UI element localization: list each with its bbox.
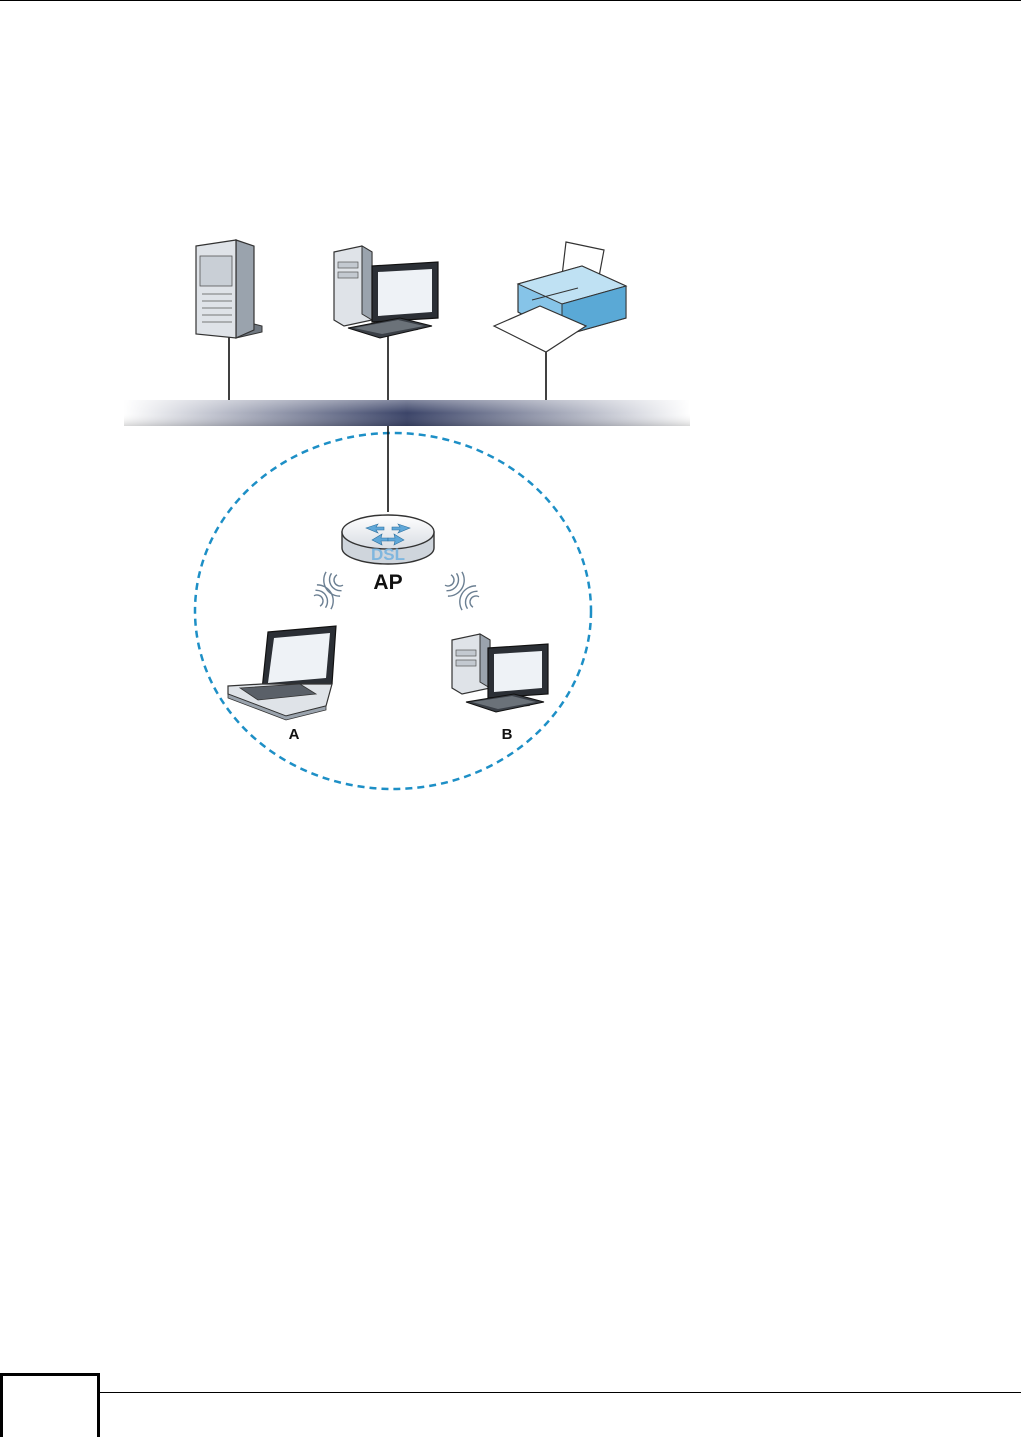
- printer-icon: [494, 242, 626, 352]
- station-b-label: B: [502, 726, 513, 743]
- server-icon: [196, 240, 262, 338]
- network-diagram: DSL AP A B: [0, 0, 1021, 900]
- ap-label: AP: [373, 571, 402, 594]
- station-a-label: A: [289, 726, 300, 743]
- desktop-computer-icon: [334, 246, 438, 338]
- signal-wave-icon: [441, 568, 469, 600]
- page-number-box: [0, 1373, 100, 1437]
- signal-wave-icon: [310, 581, 338, 613]
- bss-boundary: [195, 433, 591, 789]
- laptop-icon: [228, 626, 336, 720]
- wireless-desktop-icon: [452, 634, 548, 712]
- dsl-router-ap-icon: DSL: [342, 515, 434, 564]
- signal-wave-icon: [455, 582, 483, 614]
- wired-backbone: [124, 400, 690, 426]
- router-dsl-label: DSL: [371, 545, 405, 564]
- footer-rule: [0, 1392, 1021, 1393]
